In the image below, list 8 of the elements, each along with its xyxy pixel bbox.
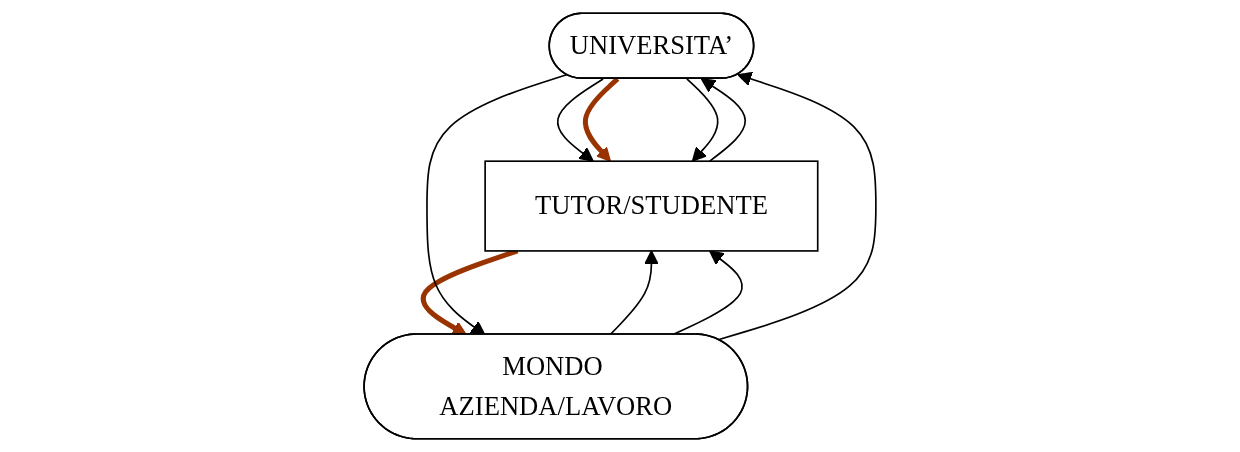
arrow: [582, 77, 620, 162]
arrow: [609, 250, 659, 336]
arrow: [700, 78, 747, 162]
arrow: [717, 71, 877, 341]
node-box: TUTOR/STUDENTE: [484, 160, 819, 252]
arrow: [426, 73, 568, 336]
arrow: [686, 78, 719, 162]
arrow: [556, 78, 604, 162]
